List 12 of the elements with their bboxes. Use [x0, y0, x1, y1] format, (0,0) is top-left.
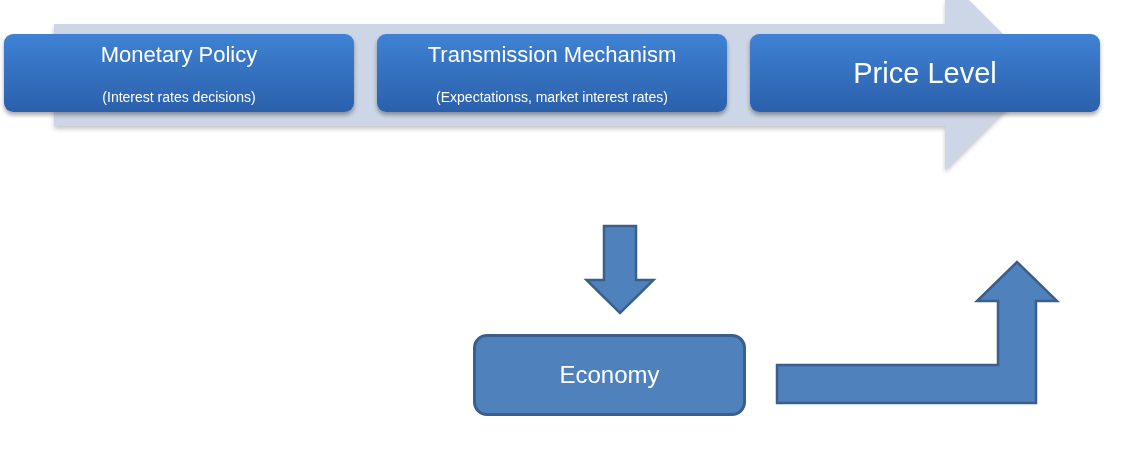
process-box — [377, 34, 727, 112]
box-title: Transmission Mechanism — [427, 42, 677, 68]
block-arrow — [583, 224, 657, 315]
box-title: Price Level — [853, 56, 997, 90]
box-subtitle: (Interest rates decisions) — [102, 88, 256, 106]
bent-block-arrow — [775, 260, 1061, 405]
process-box — [473, 334, 746, 416]
box-title: Monetary Policy — [100, 42, 258, 68]
process-box — [4, 34, 354, 112]
box-subtitle: (Expectationss, market interest rates) — [436, 88, 668, 106]
process-box — [750, 34, 1100, 112]
box-label: Economy — [559, 361, 660, 389]
